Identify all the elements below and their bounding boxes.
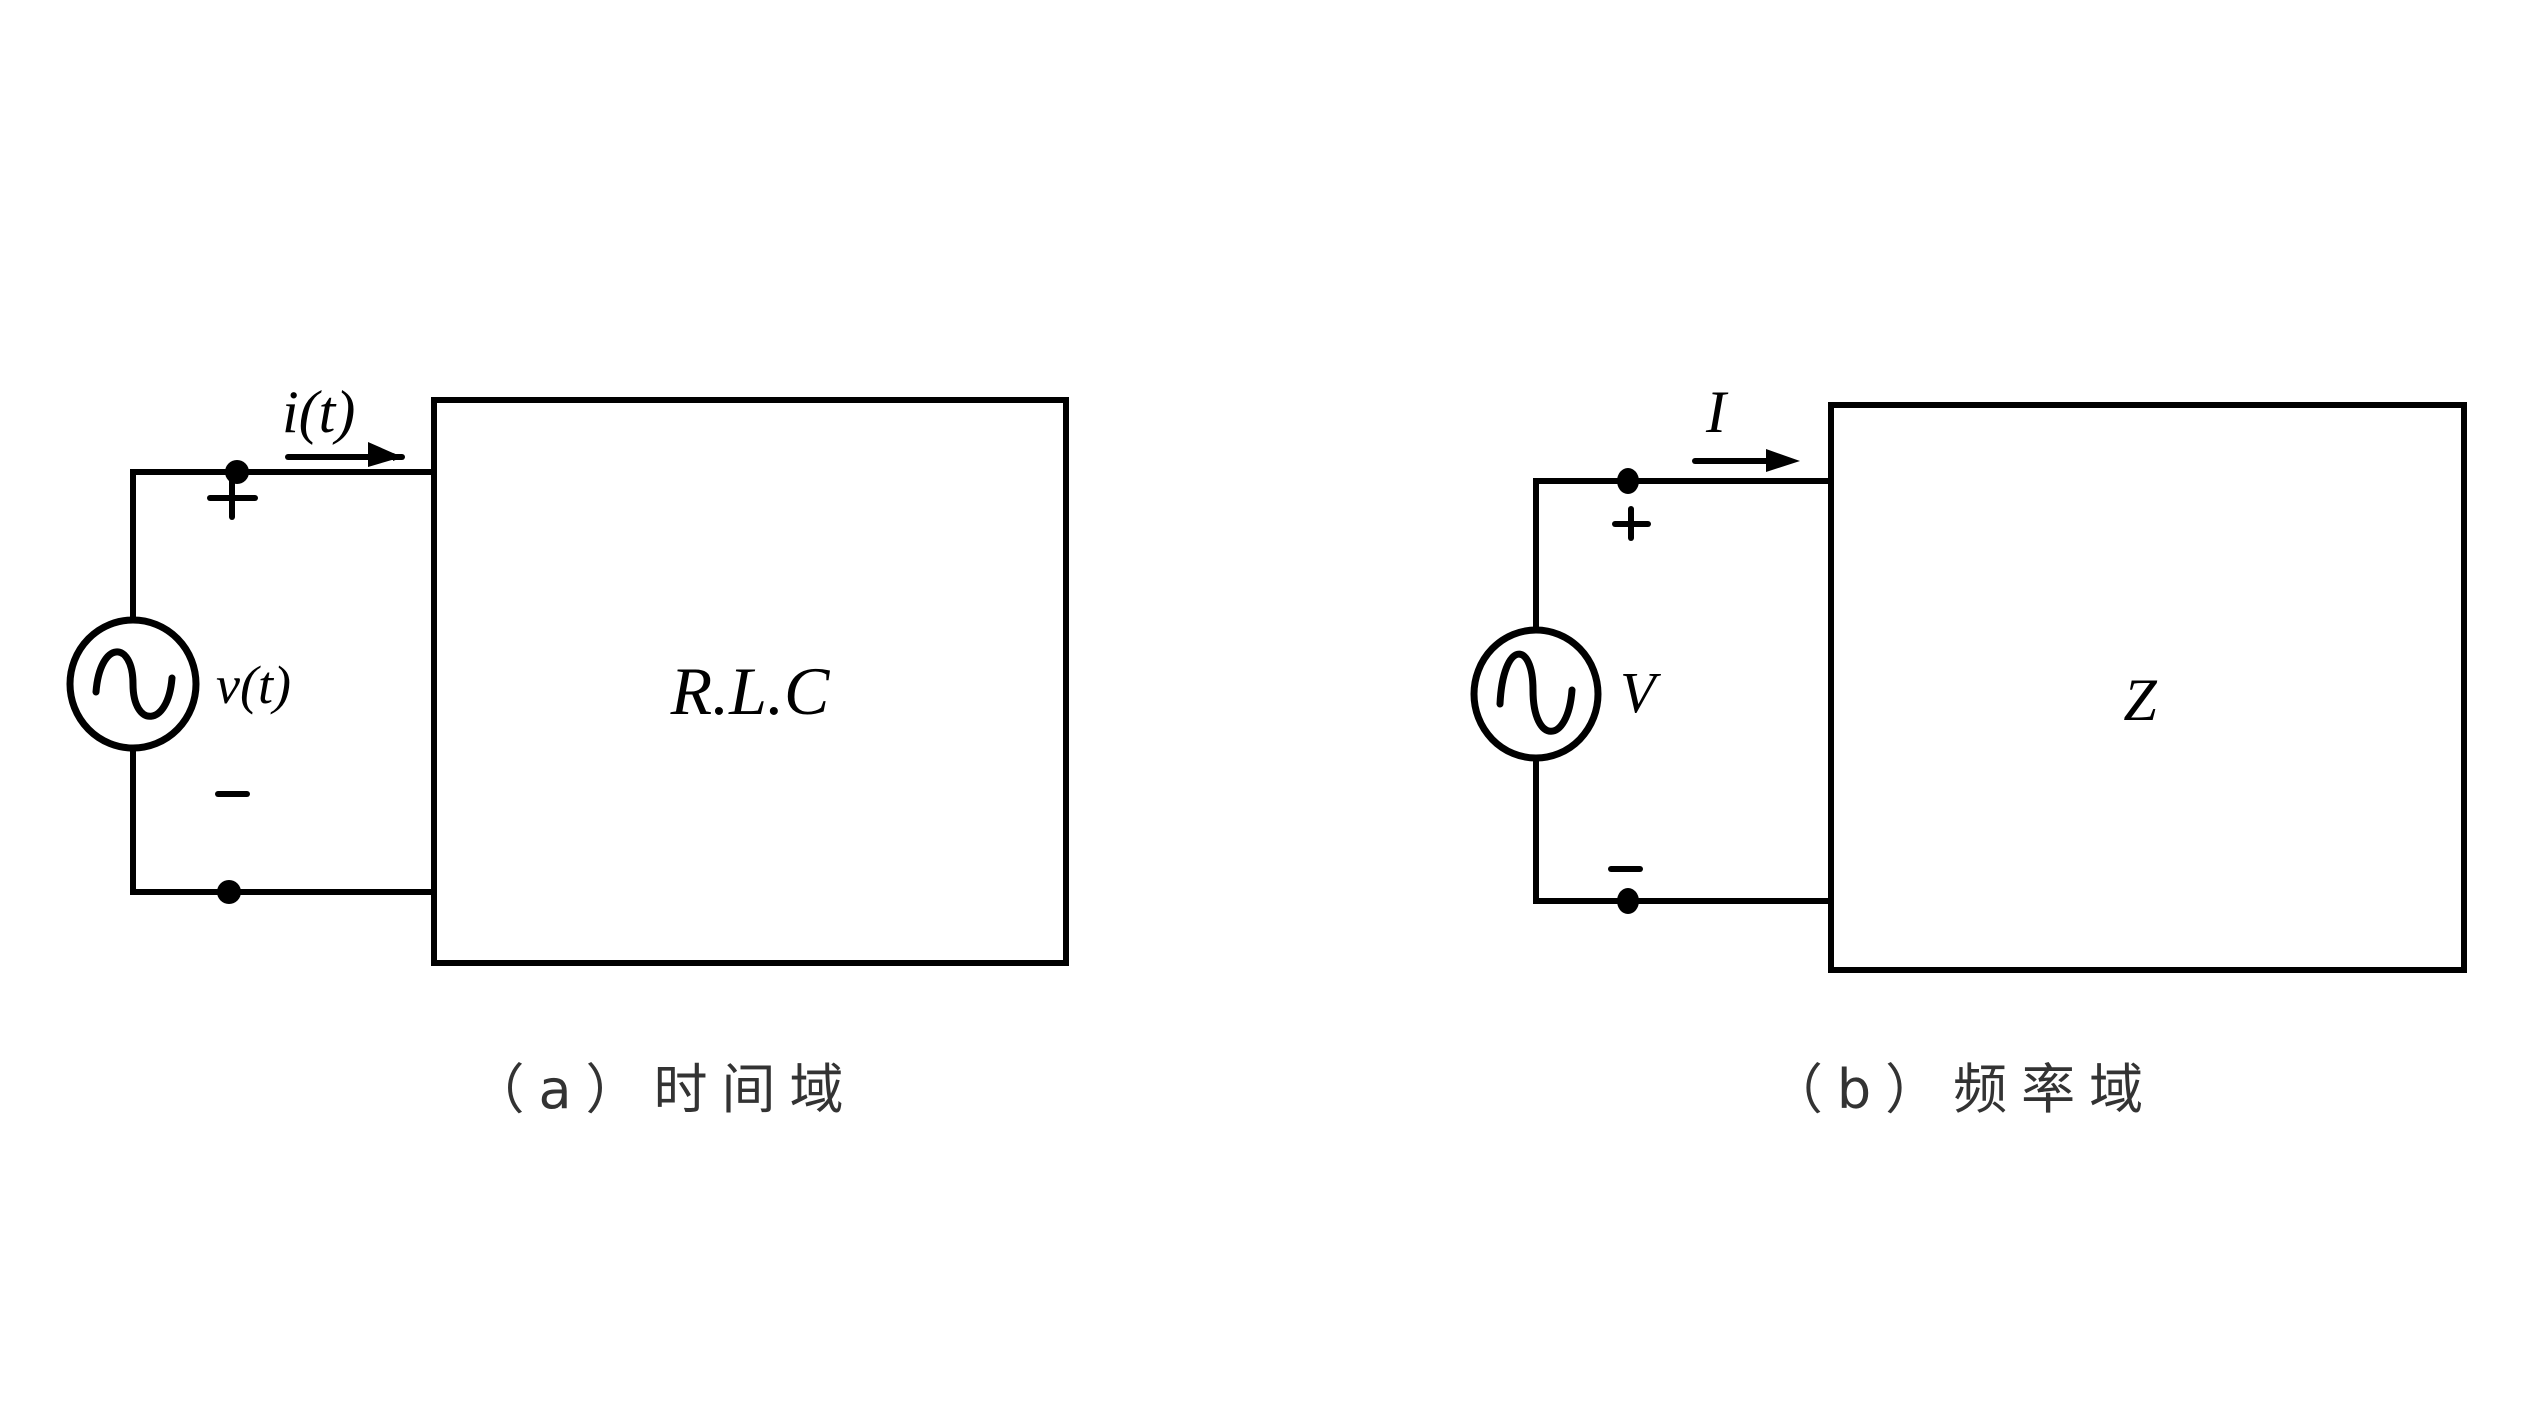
panel-a-arrowhead-icon: [368, 442, 402, 467]
panel-a-top-wire: [130, 469, 437, 621]
panel-b-frequency-domain: Z V I （b）频率域: [1470, 379, 2467, 1121]
ac-voltage-source-icon: [1470, 626, 1602, 762]
panel-b-current-label: I: [1705, 379, 1729, 445]
panel-a-load-box: [431, 397, 1069, 966]
panel-b-arrowhead-icon: [1766, 449, 1800, 472]
panel-a-positive-terminal-dot: [225, 460, 249, 484]
panel-b-plus-sign: [1612, 506, 1651, 541]
panel-b-load-label: Z: [2123, 667, 2157, 733]
panel-a-plus-sign: [207, 477, 258, 520]
panel-b-load-box: [1828, 402, 2467, 973]
panel-b-top-wire: [1533, 478, 1834, 633]
panel-a-caption: （a）时间域: [470, 1058, 857, 1121]
panel-a-negative-terminal-dot: [217, 880, 241, 904]
panel-b-caption: （b）频率域: [1769, 1058, 2157, 1121]
panel-a-current-label: i(t): [282, 379, 355, 445]
panel-b-negative-terminal-dot: [1617, 888, 1639, 914]
ac-voltage-source-icon: [66, 616, 200, 752]
panel-a-voltage-label: v(t): [216, 655, 291, 715]
panel-a-time-domain: R.L.C v(t) i(t) （a）时间域: [66, 379, 1069, 1121]
panel-b-voltage-label: V: [1620, 660, 1662, 725]
panel-a-load-label: R.L.C: [670, 653, 830, 729]
panel-b-positive-terminal-dot: [1617, 468, 1639, 494]
panel-b-bottom-wire: [1533, 755, 1834, 904]
panel-a-bottom-wire: [130, 747, 437, 895]
